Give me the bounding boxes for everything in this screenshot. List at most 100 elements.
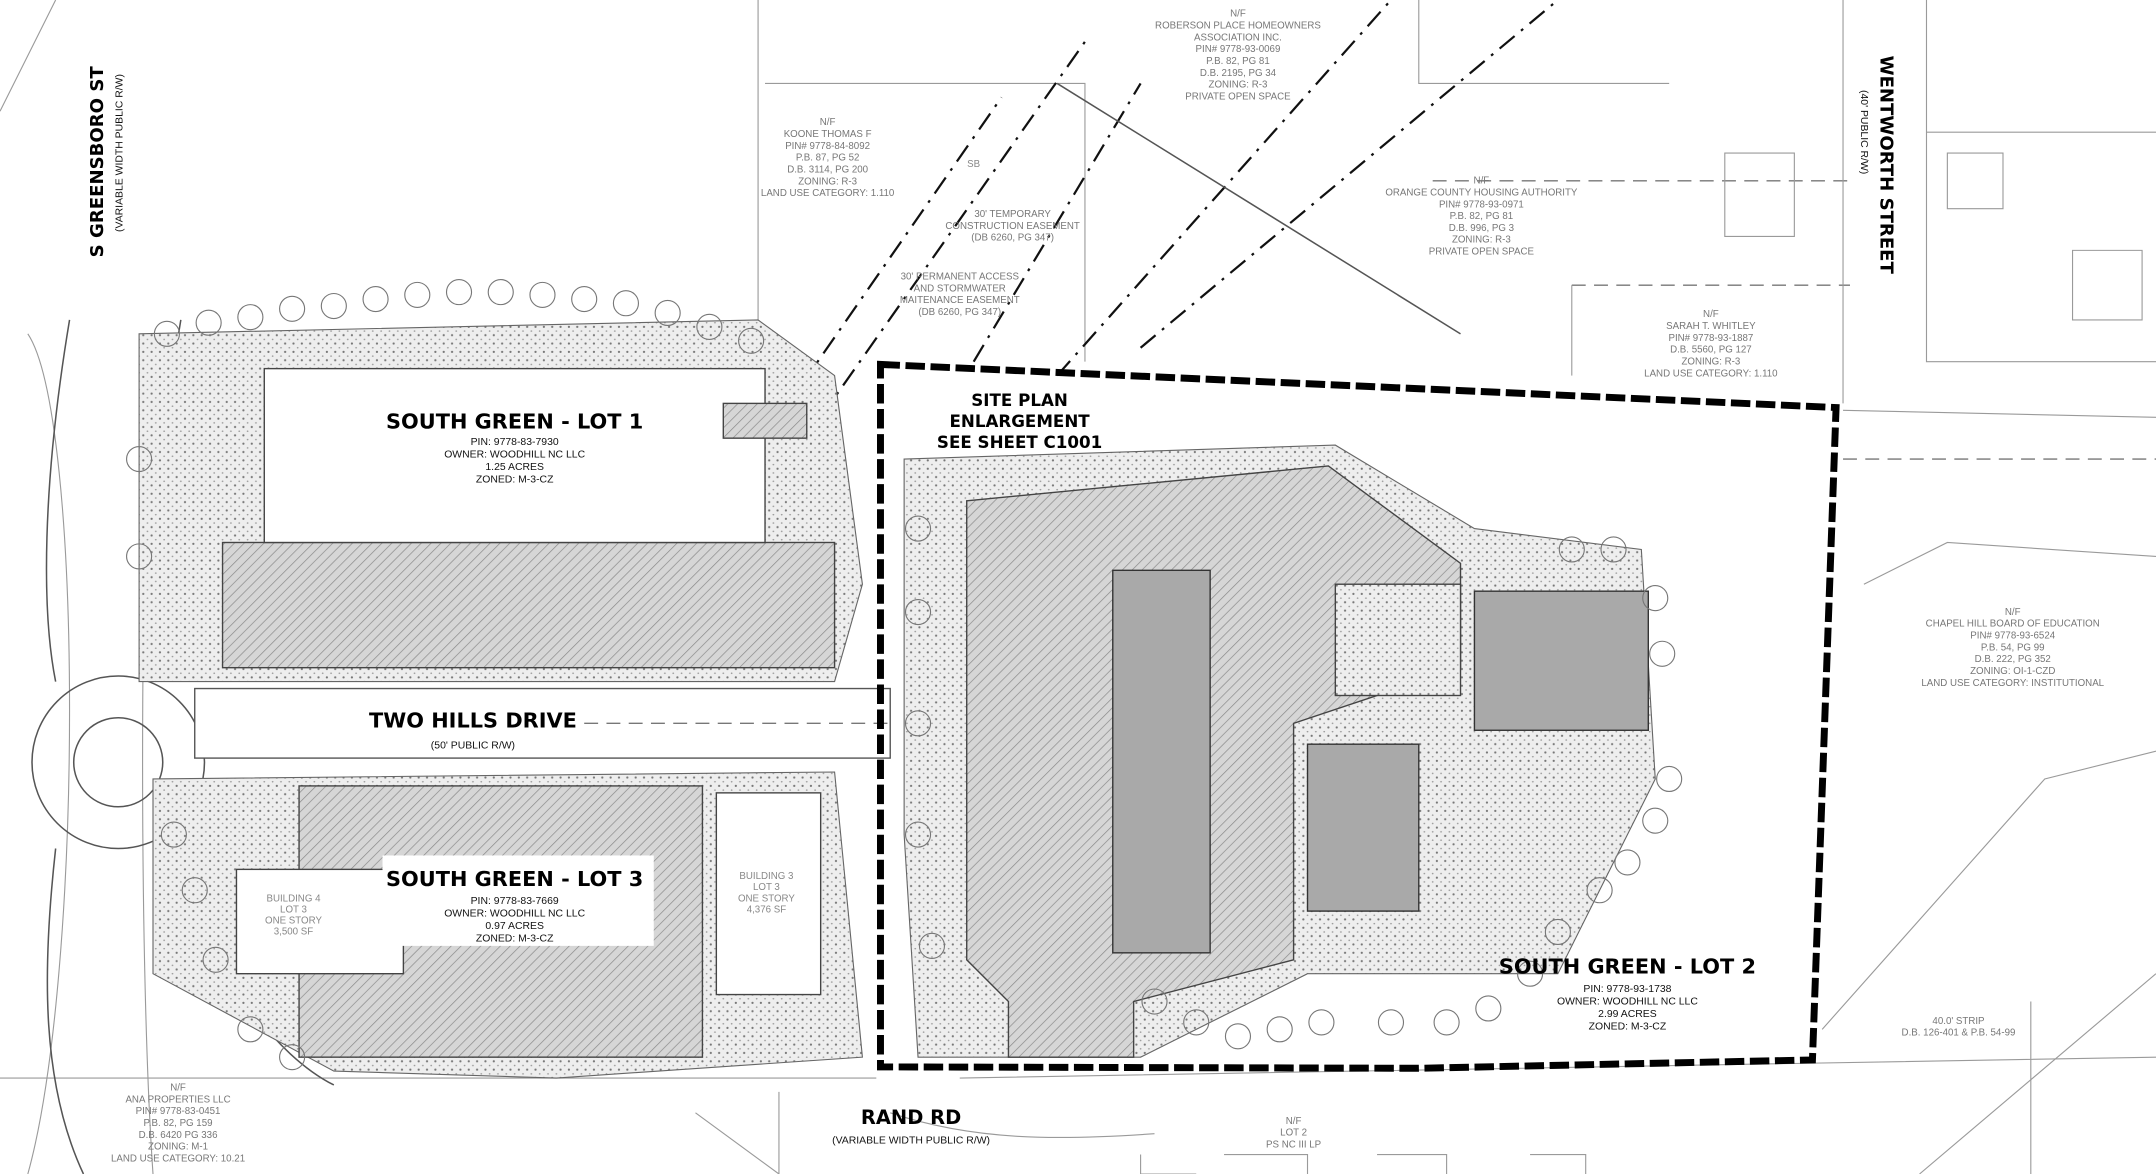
tree-icon — [160, 821, 187, 848]
parcel-text-line: KOONE THOMAS F — [784, 129, 872, 140]
svg-text:0.97 ACRES: 0.97 ACRES — [485, 921, 544, 932]
parcel-text-line: N/F — [2005, 607, 2021, 618]
street-wentworth: WENTWORTH STREET — [1876, 56, 1897, 275]
svg-text:SITE PLAN: SITE PLAN — [971, 391, 1068, 410]
tree-icon — [1649, 640, 1676, 667]
tree-icon — [404, 281, 431, 308]
street-two-hills: TWO HILLS DRIVE — [369, 708, 577, 732]
svg-text:ENLARGEMENT: ENLARGEMENT — [949, 412, 1090, 431]
svg-text:OWNER: WOODHILL NC LLC: OWNER: WOODHILL NC LLC — [444, 909, 585, 920]
tree-icon — [279, 295, 306, 322]
svg-text:ZONED: M-3-CZ: ZONED: M-3-CZ — [476, 475, 554, 486]
tree-icon — [1558, 536, 1585, 563]
tree-icon — [195, 309, 222, 336]
lot1-site — [138, 319, 863, 683]
tree-icon — [126, 543, 153, 570]
parcel-text-line: PIN# 9778-93-0069 — [1196, 44, 1281, 55]
tree-icon — [279, 1044, 306, 1071]
tree-icon — [1614, 849, 1641, 876]
parcel-text-line: LAND USE CATEGORY: 1.110 — [1644, 368, 1778, 379]
parcel-text-line: ZONING: R-3 — [1209, 80, 1268, 91]
tree-icon — [1642, 585, 1669, 612]
tree-icon — [181, 877, 208, 904]
svg-text:ONE STORY: ONE STORY — [265, 916, 322, 927]
sewer-label: SB — [967, 159, 980, 170]
parcel-text-line: N/F — [1474, 176, 1490, 187]
svg-text:ONE STORY: ONE STORY — [738, 893, 795, 904]
parcel-text-line: P.B. 54, PG 99 — [1981, 642, 2045, 653]
parcel-text-line: N/F — [1703, 309, 1719, 320]
parcel-text-line: N/F — [170, 1083, 186, 1094]
parcel-text-line: P.B. 87, PG 52 — [796, 153, 860, 164]
parcel-text-line: ANA PROPERTIES LLC — [125, 1094, 230, 1105]
tree-icon — [487, 279, 514, 306]
parcel-text-line: D.B. 6420 PG 336 — [139, 1130, 218, 1141]
street-rand: RAND RD — [861, 1106, 961, 1129]
tree-icon — [1516, 960, 1544, 987]
tree-icon — [1224, 1023, 1252, 1050]
roundabout — [31, 319, 335, 1174]
parcel-text-line: MAITENANCE EASEMENT — [900, 295, 1020, 306]
lot2-site — [903, 444, 1656, 1058]
parcel-text-line: LOT 2 — [1280, 1128, 1307, 1139]
tree-icon — [202, 946, 229, 973]
parcel-text-line: D.B. 222, PG 352 — [1975, 654, 2051, 665]
tree-icon — [904, 710, 932, 737]
parcel-text-line: 40.0' STRIP — [1932, 1016, 1984, 1027]
parcel-text-line: PIN# 9778-84-8092 — [785, 141, 870, 152]
svg-text:SOUTH GREEN - LOT 3: SOUTH GREEN - LOT 3 — [386, 867, 643, 891]
parcel-text-line: ORANGE COUNTY HOUSING AUTHORITY — [1385, 187, 1578, 198]
tree-icon — [1586, 877, 1613, 904]
tree-icon — [1266, 1016, 1293, 1043]
tree-icon — [1475, 995, 1502, 1022]
svg-text:4,376 SF: 4,376 SF — [747, 904, 787, 915]
lot3-label: SOUTH GREEN - LOT 3 PIN: 9778-83-7669 OW… — [386, 867, 643, 945]
lot1-label: SOUTH GREEN - LOT 1 PIN: 9778-83-7930 OW… — [386, 409, 643, 485]
parcel-text-line: 30' PERMANENT ACCESS — [901, 272, 1020, 283]
tree-icon — [153, 320, 180, 347]
tree-icon — [904, 821, 932, 848]
svg-text:SOUTH GREEN - LOT 1: SOUTH GREEN - LOT 1 — [386, 409, 643, 433]
parcel-text-line: N/F — [820, 117, 836, 128]
trees — [126, 279, 1683, 1071]
parcel-text-line: D.B. 996, PG 3 — [1449, 223, 1514, 234]
enlargement-boundary — [877, 360, 1840, 1072]
tree-icon — [126, 445, 153, 473]
svg-text:BUILDING 4: BUILDING 4 — [266, 893, 321, 904]
tree-icon — [904, 515, 932, 542]
tree-icon — [696, 313, 723, 340]
building-4-label: BUILDING 4 LOT 3 ONE STORY 3,500 SF — [265, 893, 322, 937]
svg-text:SEE SHEET C1001: SEE SHEET C1001 — [937, 433, 1102, 452]
tree-icon — [320, 292, 347, 320]
parcel-text-line: N/F — [1286, 1116, 1302, 1127]
tree-icon — [1183, 1009, 1210, 1036]
parcel-text-line: PS NC III LP — [1266, 1140, 1321, 1151]
svg-text:OWNER: WOODHILL NC LLC: OWNER: WOODHILL NC LLC — [1557, 996, 1698, 1007]
lot3-site — [152, 771, 864, 1079]
svg-text:BUILDING 3: BUILDING 3 — [739, 871, 793, 882]
tree-icon — [738, 327, 765, 354]
parcel-text-line: ZONING: R-3 — [1681, 356, 1740, 367]
tree-icon — [1141, 988, 1168, 1015]
parcel-text-line: PIN# 9778-93-0971 — [1439, 199, 1524, 210]
parcel-text-line: ZONING: M-1 — [148, 1142, 208, 1153]
parcel-text-line: PRIVATE OPEN SPACE — [1185, 91, 1291, 102]
parcel-text-line: P.B. 82, PG 159 — [144, 1118, 213, 1129]
street-greensboro: S GREENSBORO ST — [87, 66, 108, 258]
svg-text:3,500 SF: 3,500 SF — [274, 927, 314, 938]
parcel-text-line: D.B. 2195, PG 34 — [1200, 68, 1277, 79]
enlargement-note: SITE PLAN ENLARGEMENT SEE SHEET C1001 — [937, 391, 1102, 452]
parcel-text-line: ZONING: R-3 — [798, 176, 857, 187]
svg-text:PIN: 9778-83-7669: PIN: 9778-83-7669 — [471, 896, 559, 907]
parcel-text-line: ZONING: R-3 — [1452, 235, 1511, 246]
tree-icon — [918, 932, 946, 959]
parcel-text-line: CHAPEL HILL BOARD OF EDUCATION — [1926, 619, 2100, 630]
